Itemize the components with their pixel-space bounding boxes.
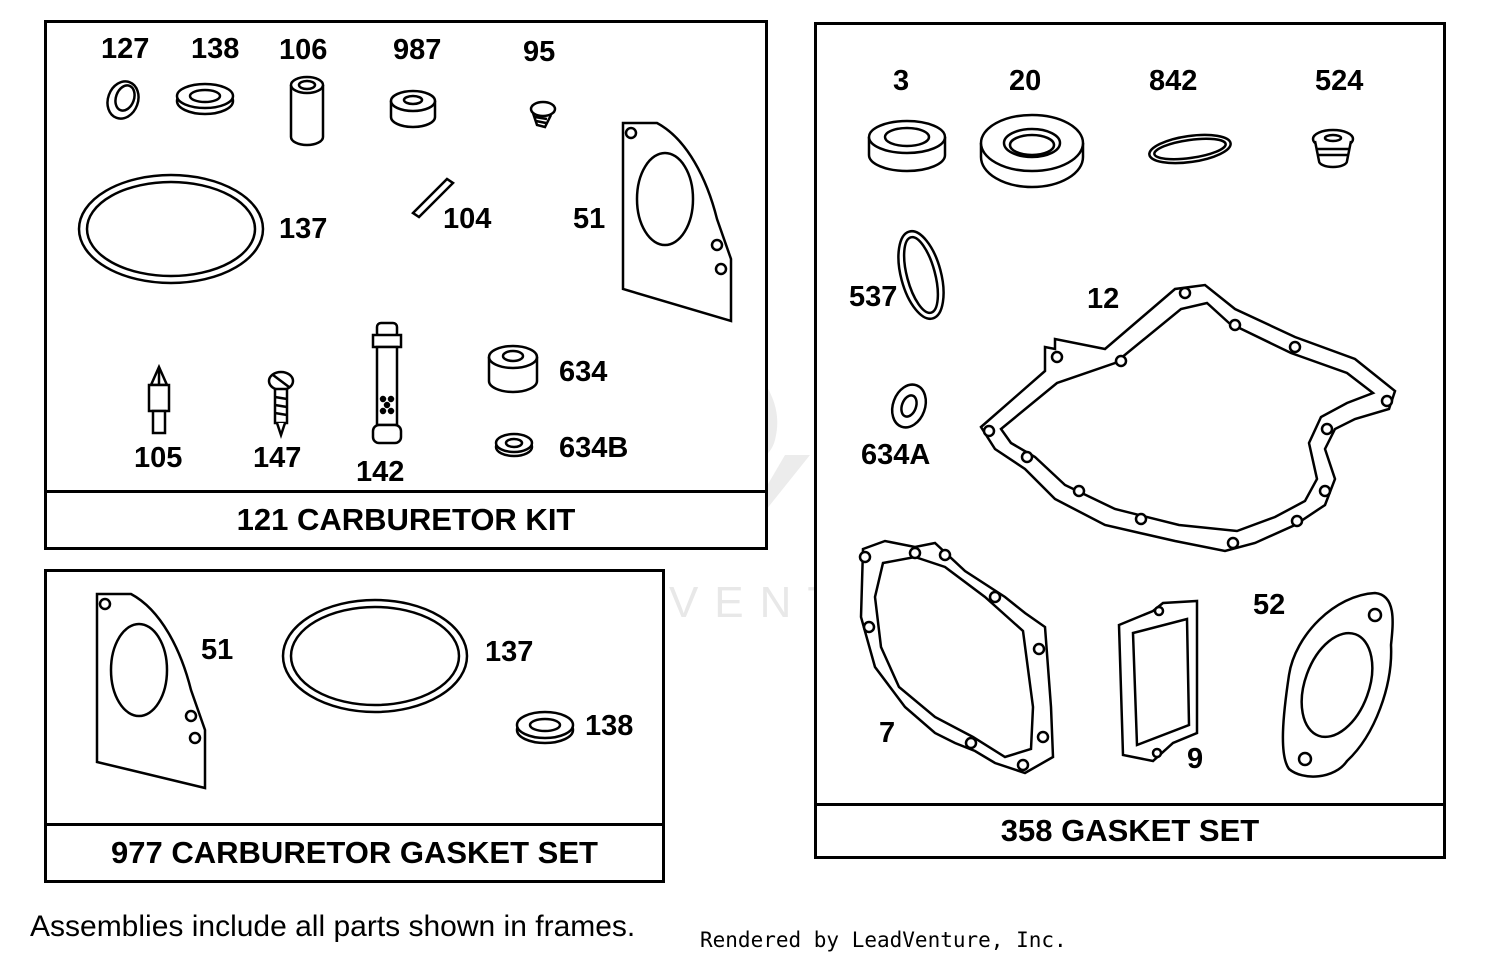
part-51-gasket-icon[interactable] — [91, 590, 215, 796]
part-51-gasket-icon[interactable] — [617, 119, 741, 329]
part-12-crankcase-gasket-icon[interactable] — [975, 279, 1405, 557]
part-634b-washer-icon[interactable] — [493, 429, 535, 461]
part-label-52[interactable]: 52 — [1253, 589, 1286, 621]
carburetor-kit-title: 121 CARBURETOR KIT — [47, 490, 765, 547]
part-987-bushing-icon[interactable] — [387, 87, 439, 131]
part-label-138[interactable]: 138 — [191, 33, 240, 65]
part-label-9[interactable]: 9 — [1187, 743, 1204, 775]
footnote: Assemblies include all parts shown in fr… — [30, 910, 636, 943]
part-3-seal-icon[interactable] — [865, 119, 949, 175]
part-106-sleeve-icon[interactable] — [287, 73, 327, 149]
part-147-screw-icon[interactable] — [263, 369, 299, 441]
part-label-20[interactable]: 20 — [1009, 65, 1042, 97]
part-label-106[interactable]: 106 — [279, 34, 328, 66]
part-label-634a[interactable]: 634A — [861, 439, 931, 471]
part-label-95[interactable]: 95 — [523, 36, 556, 68]
part-842-oring-icon[interactable] — [1145, 131, 1235, 167]
part-label-12[interactable]: 12 — [1087, 283, 1120, 315]
part-label-51[interactable]: 51 — [573, 203, 606, 235]
part-label-842[interactable]: 842 — [1149, 65, 1198, 97]
rendered-by-credit: Rendered by LeadVenture, Inc. — [700, 928, 1067, 952]
part-537-ring-icon[interactable] — [893, 227, 949, 323]
part-label-7[interactable]: 7 — [879, 717, 896, 749]
gasket-set-title: 358 GASKET SET — [817, 803, 1443, 856]
part-137-ring-icon[interactable] — [73, 169, 269, 289]
part-label-51[interactable]: 51 — [201, 634, 234, 666]
part-label-137[interactable]: 137 — [279, 213, 328, 245]
part-label-987[interactable]: 987 — [393, 34, 442, 66]
carburetor-gasket-set-frame: 51 137 138 977 CARBURETOR GASKET SET — [44, 569, 665, 883]
part-label-137[interactable]: 137 — [485, 636, 534, 668]
part-137-ring-icon[interactable] — [277, 594, 473, 718]
gasket-set-frame: 3 20 842 524 537 12 634A 7 9 52 — [814, 22, 1446, 859]
part-label-147[interactable]: 147 — [253, 442, 302, 474]
part-9-gasket-icon[interactable] — [1113, 595, 1203, 767]
part-104-pin-icon[interactable] — [407, 173, 457, 223]
carburetor-gasket-set-title: 977 CARBURETOR GASKET SET — [47, 823, 662, 880]
part-634-spacer-icon[interactable] — [485, 343, 541, 395]
part-52-intake-gasket-icon[interactable] — [1275, 585, 1399, 785]
part-95-screw-icon[interactable] — [525, 97, 561, 131]
part-127-cap-icon[interactable] — [103, 79, 143, 121]
part-label-104[interactable]: 104 — [443, 203, 492, 235]
part-524-grommet-icon[interactable] — [1307, 125, 1359, 173]
carburetor-kit-frame: 127 138 106 987 95 137 104 51 634 634B 1… — [44, 20, 768, 550]
part-label-138[interactable]: 138 — [585, 710, 634, 742]
part-label-634[interactable]: 634 — [559, 356, 608, 388]
part-label-524[interactable]: 524 — [1315, 65, 1364, 97]
part-label-634b[interactable]: 634B — [559, 432, 629, 464]
part-label-3[interactable]: 3 — [893, 65, 910, 97]
part-105-needle-icon[interactable] — [143, 363, 175, 439]
part-138-washer-icon[interactable] — [513, 708, 577, 748]
part-142-tube-icon[interactable] — [365, 319, 409, 451]
part-label-127[interactable]: 127 — [101, 33, 150, 65]
part-label-105[interactable]: 105 — [134, 442, 183, 474]
part-634a-washer-icon[interactable] — [887, 381, 931, 431]
part-138-washer-icon[interactable] — [173, 81, 237, 117]
part-label-537[interactable]: 537 — [849, 281, 898, 313]
part-7-head-gasket-icon[interactable] — [855, 537, 1061, 781]
part-20-seal-icon[interactable] — [977, 111, 1087, 191]
part-label-142[interactable]: 142 — [356, 456, 405, 488]
